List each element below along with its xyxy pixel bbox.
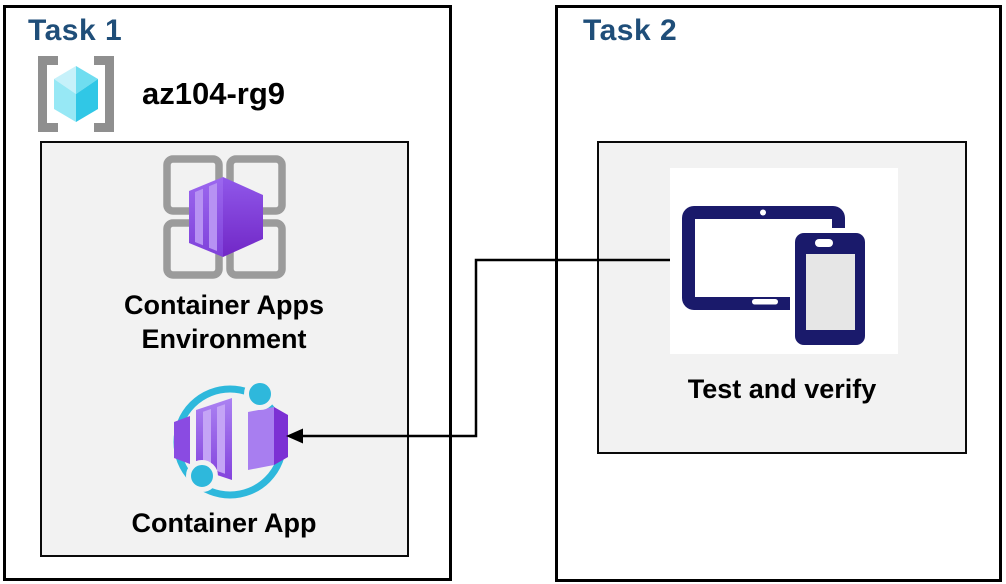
devices-icon-background	[670, 168, 898, 354]
resource-group-name: az104-rg9	[142, 76, 286, 111]
task1-title: Task 1	[28, 14, 123, 47]
container-apps-environment-label: Container Apps Environment	[123, 290, 324, 354]
devices-icon	[682, 206, 870, 350]
container-app-icon	[173, 378, 288, 499]
container-apps-environment-icon	[163, 155, 286, 279]
resource-group-row: az104-rg9	[28, 54, 285, 134]
test-and-verify-label: Test and verify	[687, 374, 877, 404]
resource-group-icon	[38, 56, 114, 132]
task2-title: Task 2	[583, 14, 678, 47]
container-app-label: Container App	[131, 508, 317, 538]
